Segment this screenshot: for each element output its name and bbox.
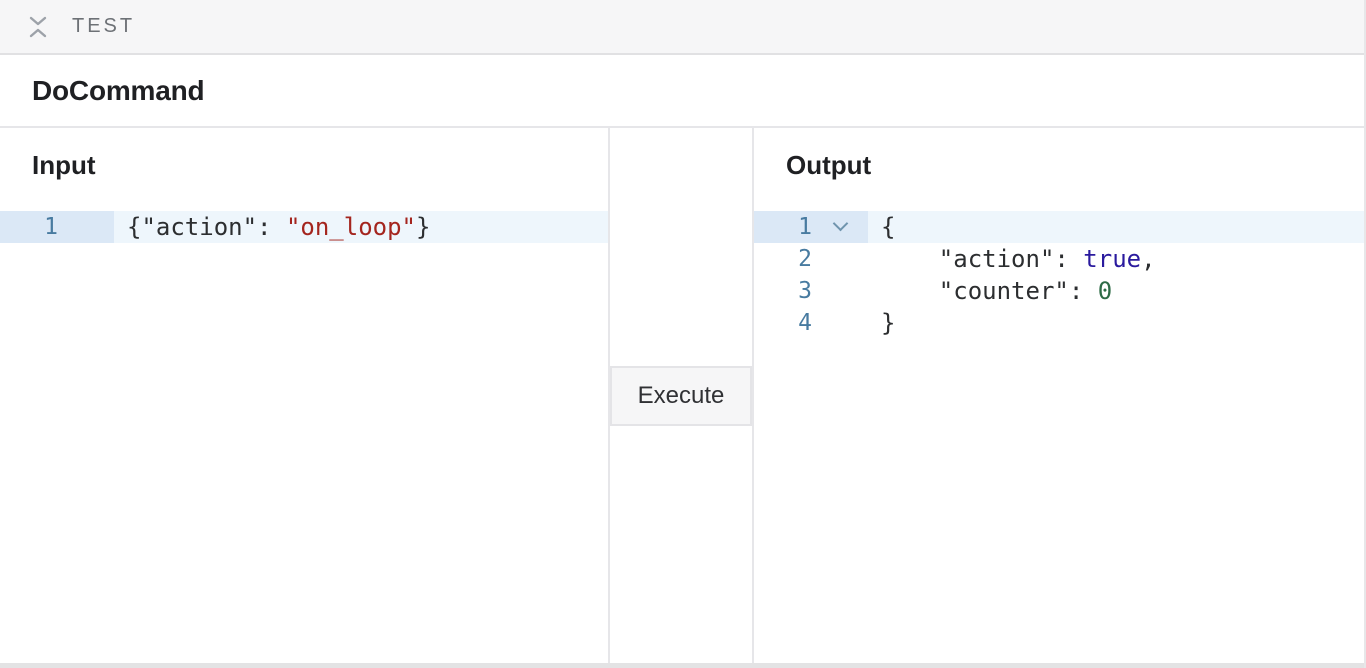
code-line-content[interactable]: } <box>868 307 1364 339</box>
input-code-editor[interactable]: 1 {"action": "on_loop"} <box>0 211 608 243</box>
input-panel: Input 1 {"action": "on_loop"} <box>0 128 610 663</box>
line-number: 1 <box>798 214 812 240</box>
topbar-title: TEST <box>72 15 136 37</box>
command-header: DoCommand <box>0 55 1364 128</box>
code-line-content[interactable]: { <box>868 211 1364 243</box>
line-number: 2 <box>798 246 812 272</box>
execute-button[interactable]: Execute <box>610 365 752 426</box>
code-token-number: 0 <box>1097 277 1113 305</box>
collapse-vertical-icon[interactable] <box>27 15 49 39</box>
code-token-plain: , <box>1141 245 1156 273</box>
fold-gutter-cell <box>812 215 868 232</box>
code-token-plain: } <box>416 213 431 241</box>
page-title: DoCommand <box>32 74 205 106</box>
bottom-edge-divider <box>0 663 1364 668</box>
editor-gutter: 4 <box>754 307 868 339</box>
code-token-plain: "counter": <box>881 277 1098 305</box>
output-panel-title: Output <box>786 150 872 180</box>
code-token-plain: "action": <box>881 245 1084 273</box>
code-token-plain: { <box>881 213 896 241</box>
line-number: 4 <box>798 310 812 336</box>
middle-column: Execute <box>610 128 754 663</box>
line-number: 3 <box>798 278 812 304</box>
code-token-atom: true <box>1083 245 1142 273</box>
code-line-content[interactable]: "action": true, <box>868 243 1364 275</box>
code-line[interactable]: 4} <box>754 307 1364 339</box>
line-number: 1 <box>44 214 58 240</box>
code-line[interactable]: 3 "counter": 0 <box>754 275 1364 307</box>
code-line-content[interactable]: {"action": "on_loop"} <box>114 211 608 243</box>
code-line-content[interactable]: "counter": 0 <box>868 275 1364 307</box>
editor-gutter: 1 <box>754 211 868 243</box>
output-panel: Output 1{2 "action": true,3 "counter": 0… <box>754 128 1364 663</box>
editor-gutter: 3 <box>754 275 868 307</box>
topbar: TEST <box>0 0 1364 55</box>
editor-gutter: 1 <box>0 211 114 243</box>
code-line[interactable]: 1 {"action": "on_loop"} <box>0 211 608 243</box>
main-area: Input 1{"action": "on_loop"} Execute Out… <box>0 128 1364 663</box>
code-line[interactable]: 1{ <box>754 211 1364 243</box>
editor-gutter: 2 <box>754 243 868 275</box>
fold-arrow-icon[interactable] <box>832 215 848 232</box>
code-token-string: "on_loop" <box>285 213 416 241</box>
input-panel-title: Input <box>32 150 96 180</box>
code-token-plain: } <box>881 309 896 337</box>
code-line[interactable]: 2 "action": true, <box>754 243 1364 275</box>
code-token-plain: {"action": <box>127 213 286 241</box>
